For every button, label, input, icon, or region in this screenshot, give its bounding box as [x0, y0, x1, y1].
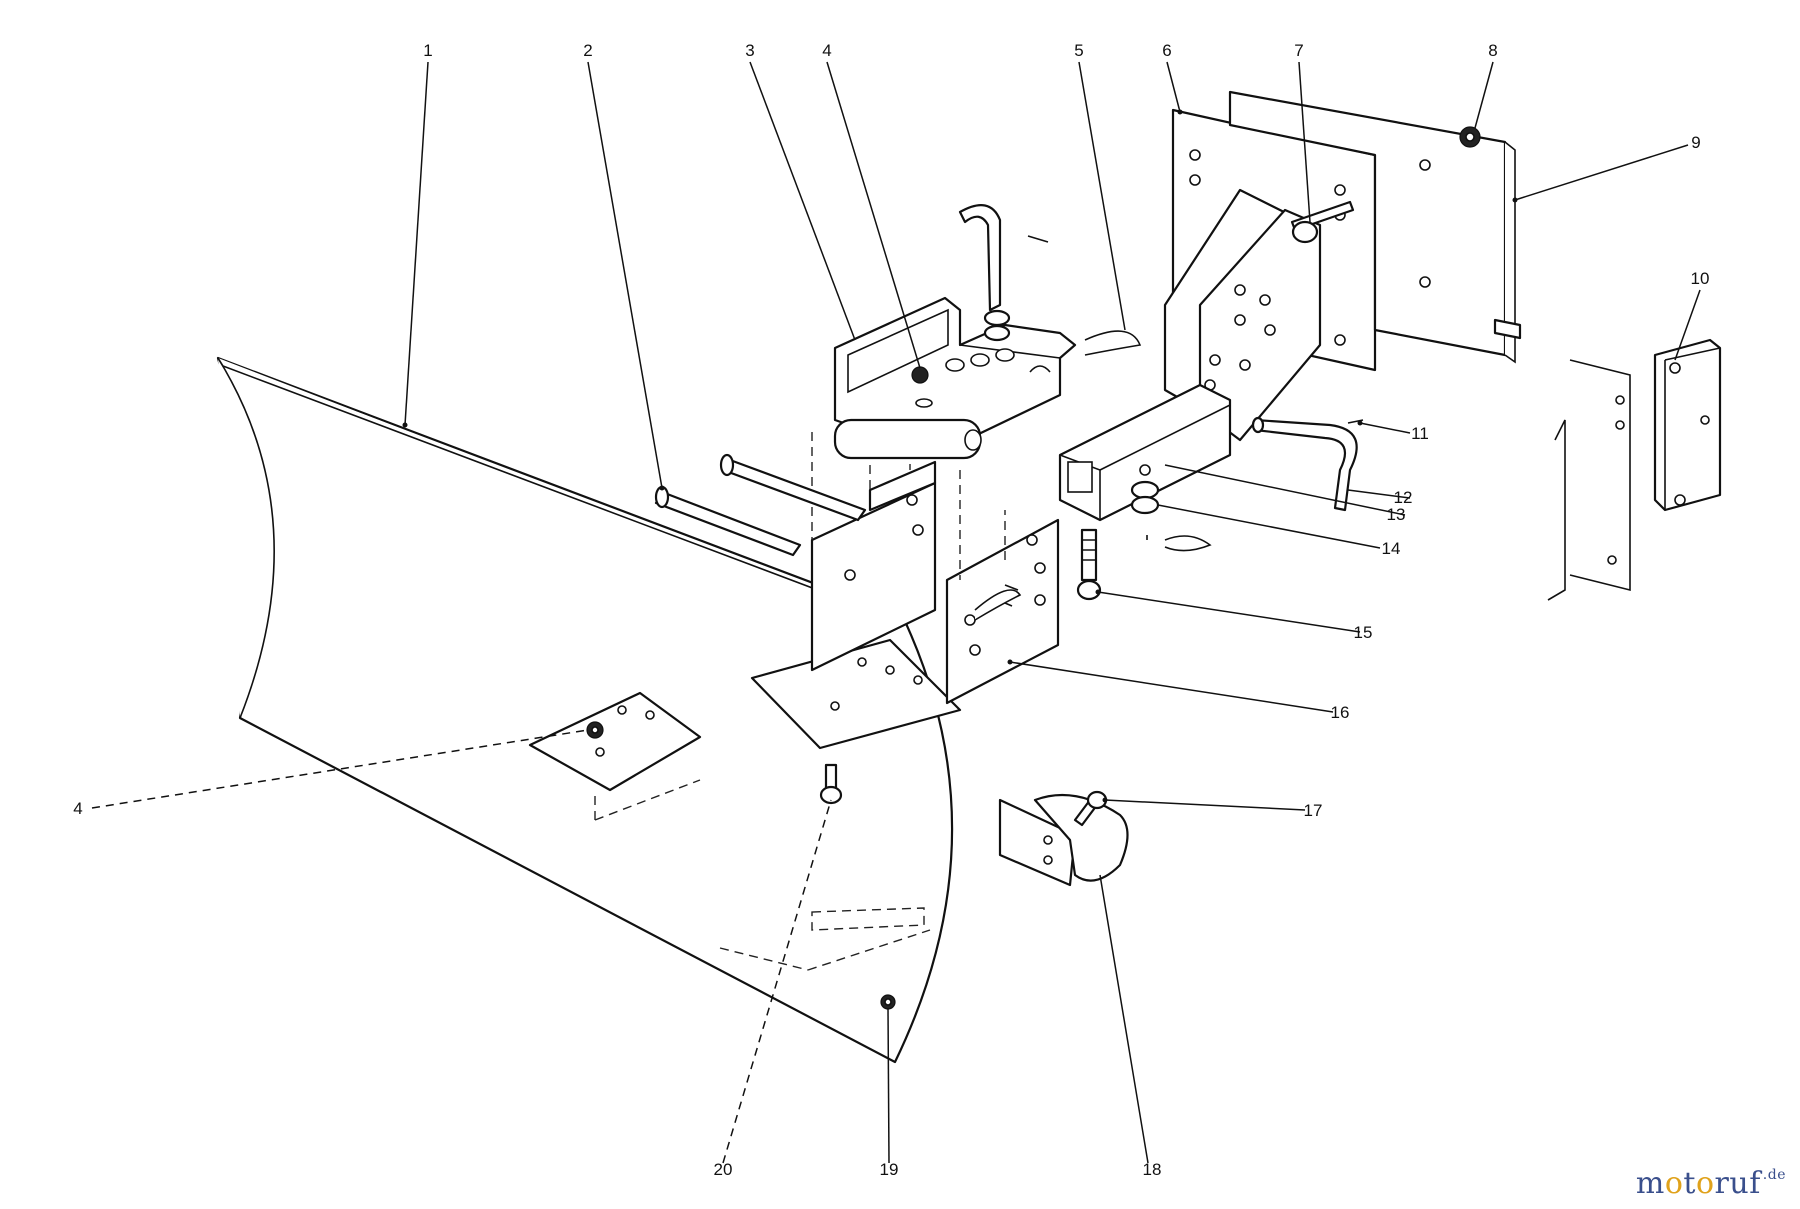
watermark-char: o — [1695, 1166, 1715, 1201]
callout-18: 18 — [1143, 1160, 1162, 1179]
callout-8: 8 — [1488, 41, 1497, 60]
long-pivot-pin — [654, 453, 867, 557]
callout-11: 11 — [1411, 424, 1429, 443]
skid-shoe — [998, 793, 1129, 887]
mount-bolt — [819, 763, 843, 805]
watermark-char: f — [1749, 1166, 1761, 1201]
callout-4-lower: 4 — [73, 799, 82, 818]
watermark-char: t — [1683, 1166, 1696, 1201]
leader-dots — [402, 109, 1518, 803]
callout-14: 14 — [1382, 539, 1401, 558]
blade-mount-plates — [528, 638, 962, 971]
callout-20: 20 — [714, 1160, 733, 1179]
swivel-channel-bracket — [833, 296, 1077, 460]
square-tube — [1058, 383, 1232, 522]
leader-lines — [91, 61, 1701, 1164]
callout-2: 2 — [583, 41, 592, 60]
hex-bolt-long — [1076, 528, 1102, 601]
mounting-bracket-back — [1228, 90, 1522, 364]
callout-6: 6 — [1162, 41, 1171, 60]
watermark-logo: motoruf.de — [1636, 1166, 1786, 1201]
watermark-char: m — [1635, 1166, 1665, 1201]
hitch-gusset-plates — [1163, 188, 1322, 442]
lock-nut — [880, 994, 896, 1010]
washers-and-clip — [1130, 480, 1212, 552]
callout-1: 1 — [423, 41, 432, 60]
callout-3: 3 — [745, 41, 754, 60]
lock-pin-with-washers — [958, 204, 1049, 342]
callout-17: 17 — [1304, 801, 1323, 820]
callout-5: 5 — [1074, 41, 1083, 60]
callout-13: 13 — [1387, 505, 1406, 524]
callout-9: 9 — [1691, 133, 1700, 152]
watermark-char: o — [1664, 1166, 1684, 1201]
watermark-char: u — [1729, 1166, 1750, 1201]
blade-nut — [586, 721, 604, 739]
callout-7: 7 — [1294, 41, 1303, 60]
callout-12: 12 — [1394, 488, 1413, 507]
hairpin-clip-lower — [974, 589, 1022, 621]
frame-section-ghost — [1547, 359, 1631, 601]
skid-bolt — [1073, 790, 1108, 827]
watermark-char: r — [1714, 1166, 1730, 1201]
callout-10: 10 — [1691, 269, 1710, 288]
hairpin-clip-upper — [1029, 330, 1142, 373]
callout-19: 19 — [880, 1160, 899, 1179]
pivot-frame — [810, 420, 1060, 705]
watermark-suffix: .de — [1762, 1167, 1786, 1183]
callout-15: 15 — [1354, 623, 1373, 642]
carriage-bolt — [1290, 200, 1355, 244]
hex-nut — [1459, 126, 1481, 148]
hitch-pin-bent — [1251, 416, 1364, 512]
callout-16: 16 — [1331, 703, 1350, 722]
plow-blade — [216, 356, 954, 1064]
callout-4: 4 — [822, 41, 831, 60]
side-bracket — [1653, 338, 1722, 512]
